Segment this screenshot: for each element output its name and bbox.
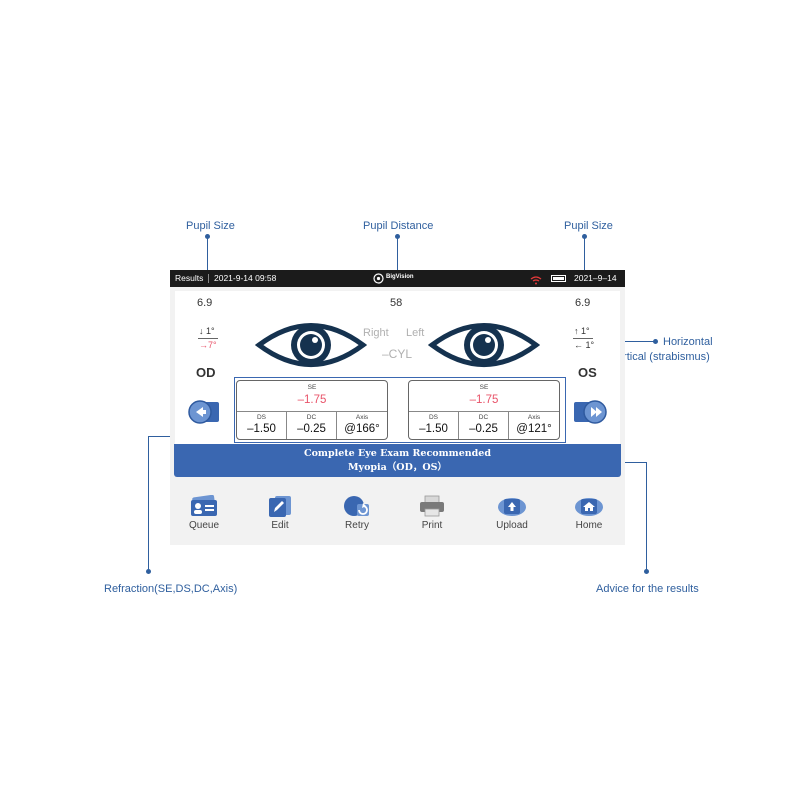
os-refraction-box: SE –1.75 DS –1.50 DC –0.25 Axis @121° — [408, 380, 560, 440]
forward-arrow-icon — [574, 400, 607, 424]
toolbar-home-label: Home — [575, 520, 603, 531]
os-horizontal-deviation: ← 1° — [574, 340, 595, 350]
advice-line1: Complete Eye Exam Recommended — [304, 448, 491, 459]
callout-line — [148, 436, 149, 571]
pupil-distance: 58 — [390, 297, 403, 309]
divider — [198, 338, 218, 339]
callout-dot — [395, 234, 400, 239]
callout-refraction: Refraction(SE,DS,DC,Axis) — [104, 583, 238, 595]
callout-line — [397, 236, 398, 294]
left-label: Left — [406, 327, 425, 339]
toolbar-upload-label: Upload — [496, 520, 528, 531]
callout-dot — [205, 234, 210, 239]
divider — [508, 411, 509, 439]
battery-icon — [551, 275, 566, 282]
retry-icon — [342, 495, 372, 517]
callout-line — [600, 341, 655, 342]
callout-pupil-size-od: Pupil Size — [186, 220, 235, 232]
od-se-label: SE — [307, 384, 317, 391]
divider — [458, 411, 459, 439]
status-date: 2021–9–14 — [574, 273, 617, 283]
callout-dot — [146, 569, 151, 574]
status-bar: Results 2021-9-14 09:58 BigVision 2021–9… — [170, 270, 625, 287]
callout-pupil-distance: Pupil Distance — [363, 220, 434, 232]
divider — [286, 411, 287, 439]
od-pupil-size: 6.9 — [197, 297, 213, 309]
od-vertical-deviation: ↓ 1° — [199, 326, 215, 336]
callout-line — [646, 462, 647, 571]
print-icon — [417, 495, 447, 517]
toolbar-queue-button[interactable]: Queue — [174, 494, 234, 531]
advice-banner: Complete Eye Exam Recommended Myopia（OD，… — [174, 444, 621, 477]
toolbar-edit-label: Edit — [271, 520, 289, 531]
divider — [336, 411, 337, 439]
os-axis-label: Axis — [527, 414, 541, 421]
toolbar-retry-label: Retry — [345, 520, 369, 531]
callout-dot — [653, 339, 658, 344]
divider — [208, 274, 209, 283]
od-refraction-box: SE –1.75 DS –1.50 DC –0.25 Axis @166° — [236, 380, 388, 440]
upload-icon — [497, 495, 527, 517]
callout-dot — [644, 569, 649, 574]
right-eye-icon — [254, 318, 368, 372]
od-axis-value: @166° — [344, 423, 380, 435]
os-ds-value: –1.50 — [419, 423, 448, 435]
cyl-label: –CYL — [382, 347, 413, 361]
od-horizontal-deviation: →7° — [199, 340, 217, 350]
callout-pupil-size-os: Pupil Size — [564, 220, 613, 232]
divider — [237, 411, 387, 412]
od-ds-label: DS — [256, 414, 267, 421]
status-datetime: 2021-9-14 09:58 — [214, 273, 277, 283]
divider — [573, 338, 593, 339]
callout-line — [621, 462, 646, 463]
os-dc-label: DC — [478, 414, 489, 421]
os-ds-label: DS — [428, 414, 439, 421]
od-se-value: –1.75 — [297, 394, 327, 406]
callout-dot — [582, 234, 587, 239]
callout-strabismus-line1: Horizontal — [663, 336, 713, 348]
back-arrow-icon — [188, 400, 219, 424]
divider — [409, 411, 559, 412]
od-dc-value: –0.25 — [297, 423, 326, 435]
toolbar-upload-button[interactable]: Upload — [482, 495, 542, 531]
od-ds-value: –1.50 — [247, 423, 276, 435]
callout-advice: Advice for the results — [596, 583, 699, 595]
brand-name: BigVision — [386, 274, 414, 280]
next-button[interactable] — [573, 400, 607, 424]
os-pupil-size: 6.9 — [575, 297, 591, 309]
toolbar-queue-label: Queue — [188, 520, 220, 531]
refraction-frame — [234, 377, 566, 443]
os-axis-value: @121° — [516, 423, 552, 435]
toolbar-print-button[interactable]: Print — [402, 495, 462, 531]
wifi-icon — [530, 274, 542, 285]
toolbar-edit-button[interactable]: Edit — [250, 495, 310, 531]
os-se-label: SE — [479, 384, 489, 391]
screen-title: Results — [175, 273, 204, 283]
od-dc-label: DC — [306, 414, 317, 421]
os-dc-value: –0.25 — [469, 423, 498, 435]
brand-logo-icon — [373, 273, 384, 284]
callout-line — [207, 236, 208, 294]
os-label: OS — [578, 365, 597, 380]
previous-button[interactable] — [186, 400, 220, 424]
os-vertical-deviation: ↑ 1° — [574, 326, 590, 336]
left-eye-icon — [427, 318, 541, 372]
od-axis-label: Axis — [355, 414, 369, 421]
edit-icon — [265, 495, 295, 517]
advice-line2: Myopia（OD，OS） — [348, 462, 447, 473]
od-label: OD — [196, 365, 216, 380]
toolbar-print-label: Print — [421, 520, 443, 531]
os-se-value: –1.75 — [469, 394, 499, 406]
callout-line — [584, 236, 585, 294]
toolbar-retry-button[interactable]: Retry — [327, 495, 387, 531]
queue-icon — [189, 494, 219, 517]
toolbar-home-button[interactable]: Home — [559, 495, 619, 531]
right-label: Right — [363, 327, 389, 339]
home-icon — [574, 495, 604, 517]
